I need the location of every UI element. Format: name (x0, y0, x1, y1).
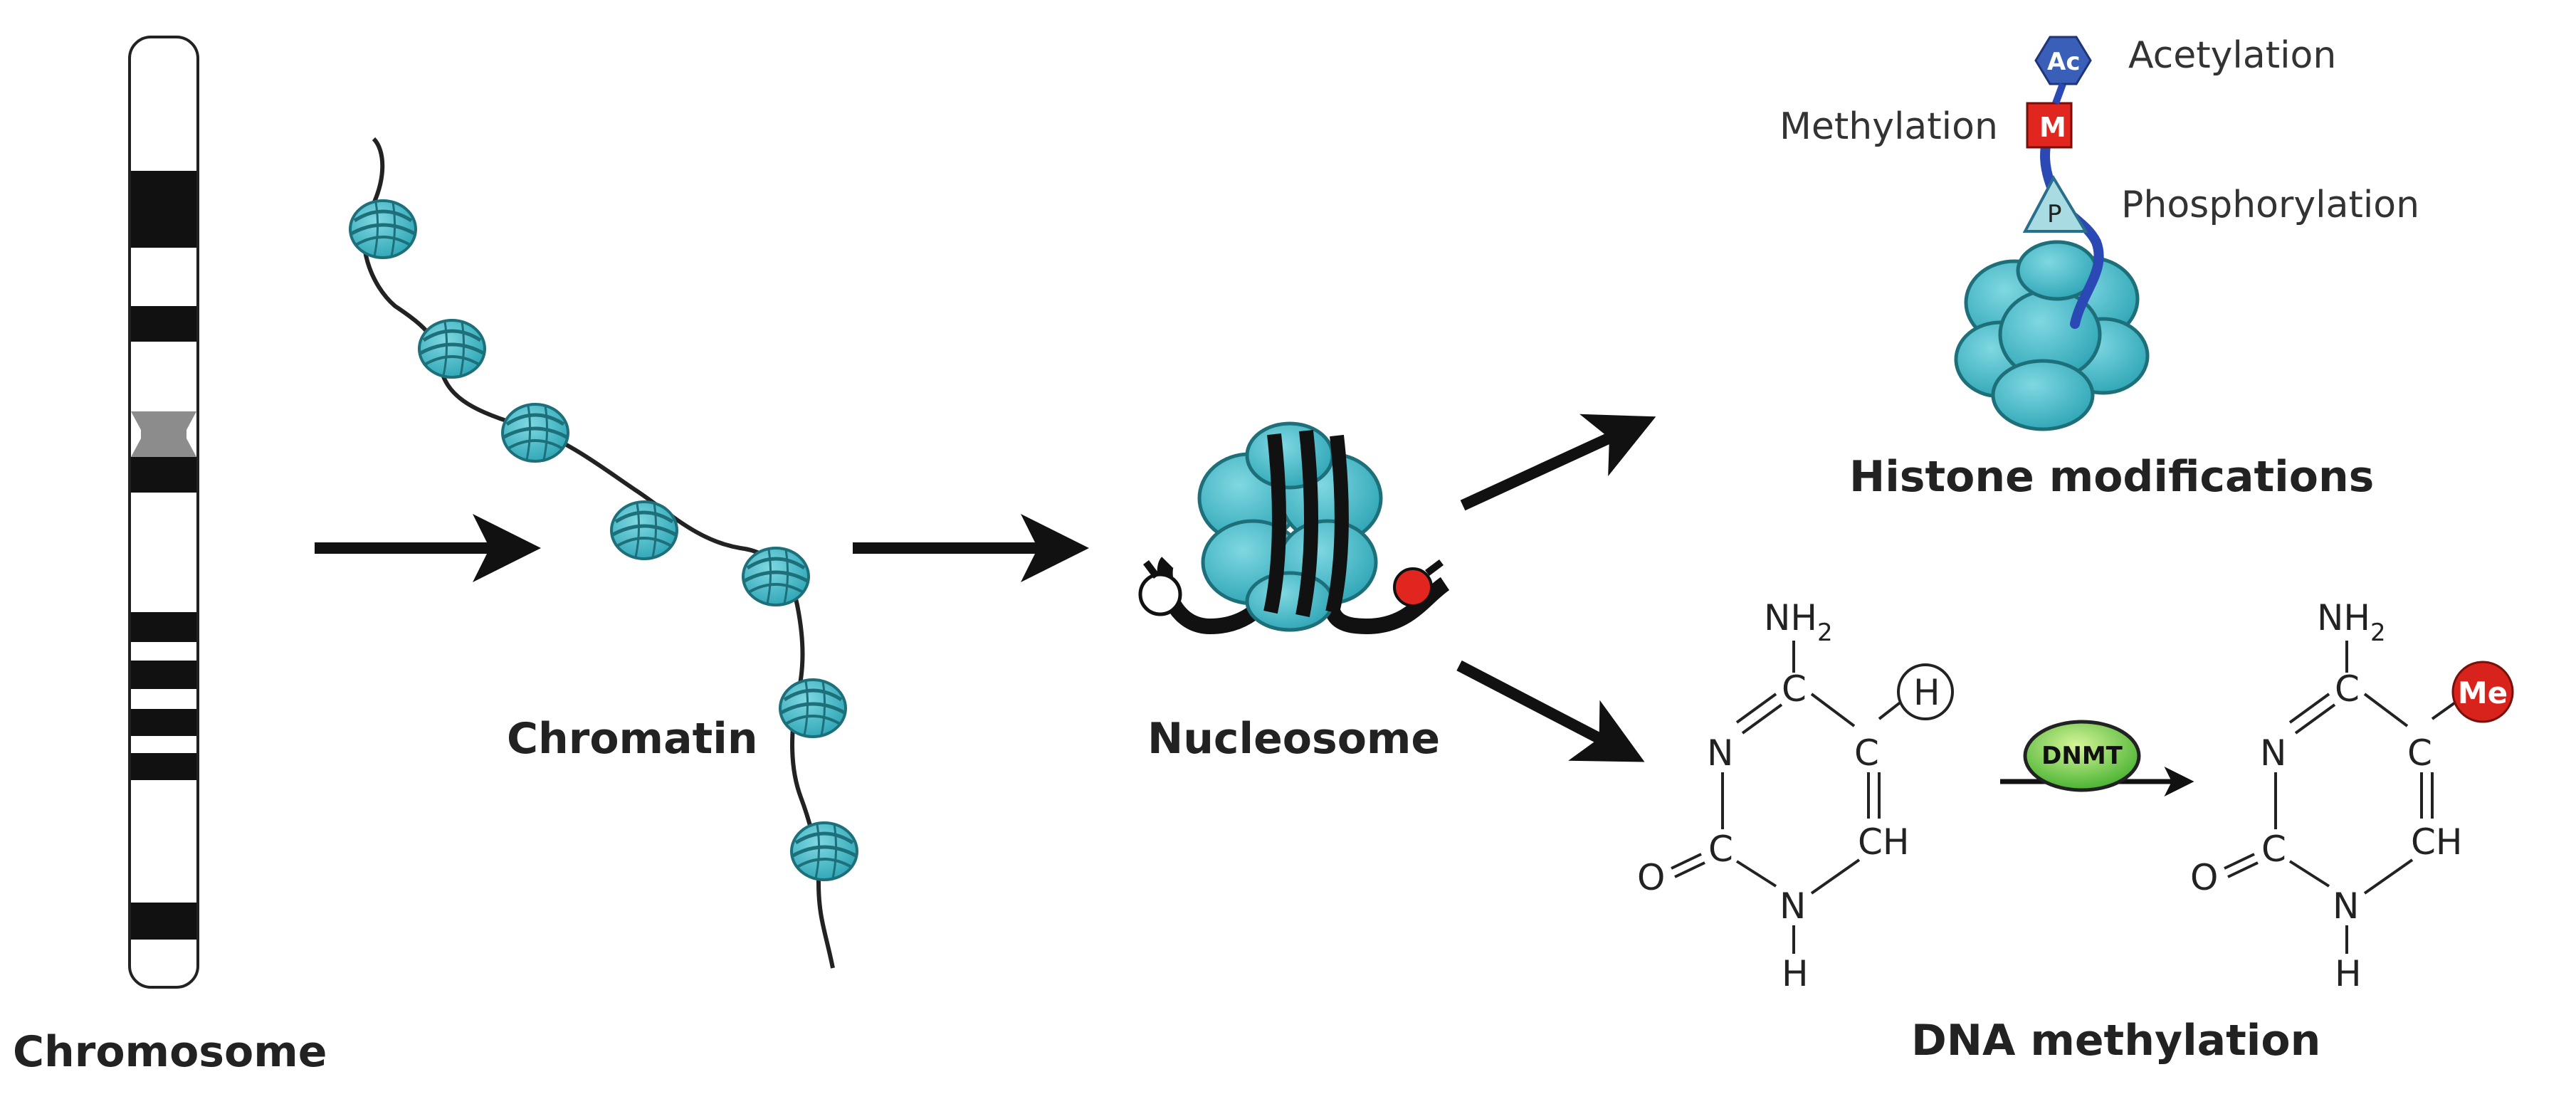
atom-c6: CH (1858, 821, 1910, 863)
atom-c6: CH (2411, 821, 2463, 863)
hydrogen-n1: H (1782, 953, 1809, 994)
chromosome-band (131, 612, 196, 642)
atom-n3: N (2260, 732, 2286, 774)
histone-modifications-label: Histone modifications (1849, 452, 2374, 502)
dna-methylation-label: DNA methylation (1911, 1016, 2320, 1066)
nucleosome-bead (419, 320, 485, 377)
histone-octamer (1197, 421, 1383, 632)
nucleosome (1138, 421, 1450, 635)
phosphorylation-badge-text: P (2047, 200, 2062, 228)
hydrogen-circle (1897, 663, 1954, 720)
chromosome-label: Chromosome (13, 1027, 327, 1077)
arrow-to-dna-methylation (1456, 660, 1645, 762)
centromere (131, 411, 196, 457)
dna-superhelix (1295, 429, 1318, 617)
chromatin-label: Chromatin (507, 714, 758, 764)
amine-group: NH (2317, 597, 2370, 638)
atom-n3: N (1707, 732, 1733, 774)
tail-link (2052, 83, 2066, 105)
nucleosome-bead (792, 823, 857, 880)
atom-c2: C (1708, 829, 1733, 870)
nucleosome-bead (503, 404, 568, 461)
chromosome-band (131, 661, 196, 689)
chromatin (350, 137, 857, 969)
hydrogen-n1: H (2335, 953, 2362, 994)
dnmt-enzyme (2023, 720, 2141, 792)
methylation-badge (2026, 102, 2073, 149)
amine-group: NH (1764, 597, 1817, 638)
histone-core (1954, 240, 2150, 431)
oxygen-atom: O (1637, 857, 1665, 898)
atom-c2: C (2261, 829, 2286, 870)
chromosome-band (131, 171, 196, 248)
oxygen-atom: O (2190, 857, 2218, 898)
atom-c5: C (2407, 732, 2432, 774)
nucleosome-bead (350, 201, 416, 258)
chromosome (128, 36, 199, 989)
methyl-group-text: Me (2458, 675, 2508, 710)
atom-c5: C (1854, 732, 1879, 774)
amine-subscript: 2 (1817, 619, 1833, 647)
dnmt-label: DNMT (2041, 742, 2123, 770)
atom-c4: C (1782, 668, 1807, 710)
hydrogen-circle-text: H (1913, 672, 1940, 713)
chromosome-band (131, 903, 196, 940)
chromosome-band (131, 709, 196, 736)
methylation-label: Methylation (1779, 105, 1998, 148)
atom-c4: C (2335, 668, 2360, 710)
chromosome-band (131, 753, 196, 780)
acetylation-badge (2034, 36, 2092, 85)
chromosome-body (128, 36, 199, 989)
phosphorylation-label: Phosphorylation (2121, 184, 2419, 226)
phosphorylation-badge (2022, 174, 2088, 233)
cytosine-molecule: NH 2 C N C H C CH O N H (1637, 597, 1954, 994)
dna-superhelix (1325, 434, 1349, 614)
chromosome-band (131, 457, 196, 493)
atom-n1: N (1779, 885, 1806, 927)
methylation-badge-text: M (2039, 112, 2066, 143)
methyl-group-circle (2451, 661, 2514, 723)
amine-subscript: 2 (2370, 619, 2386, 647)
methylated-cpg-site (1393, 567, 1433, 607)
dna-end (1143, 560, 1160, 579)
acetylation-label: Acetylation (2128, 34, 2336, 77)
histone-modifications: P M Ac (1954, 36, 2150, 431)
arrow-to-histone-modifications (1460, 414, 1656, 511)
atom-n1: N (2333, 885, 2359, 927)
dna-superhelix (1263, 433, 1286, 614)
dna-end (1425, 559, 1444, 576)
nucleosome-label: Nucleosome (1147, 714, 1440, 764)
nucleosome-bead (611, 502, 677, 559)
nucleosome-bead (743, 548, 809, 605)
chromosome-band (131, 306, 196, 342)
acetylation-badge-text: Ac (2047, 48, 2080, 76)
unmethylated-cpg-site (1138, 572, 1182, 616)
methylcytosine-molecule: NH 2 C N C Me C CH O N H (2190, 597, 2514, 994)
nucleosome-bead (780, 680, 846, 737)
